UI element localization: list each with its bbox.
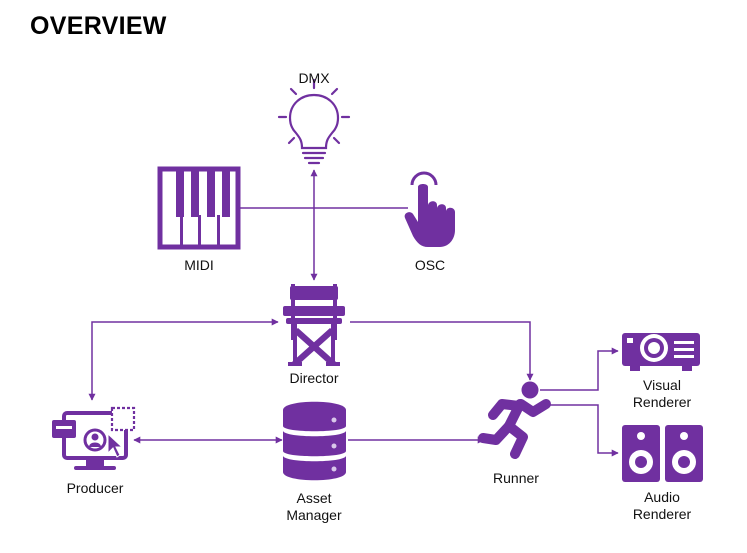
connector-director-runner [350, 321, 534, 381]
runner-label: Runner [493, 470, 539, 486]
touch-hand-icon [404, 171, 455, 247]
running-person-icon [478, 381, 551, 459]
connector-producer-director [88, 318, 279, 401]
asset-manager-label-line2: Manager [286, 507, 342, 523]
connectors [88, 169, 619, 457]
visual-renderer-label: Visual Renderer [622, 377, 702, 411]
visual-renderer-label-line1: Visual [643, 377, 681, 393]
director-label: Director [289, 370, 339, 386]
connector-runner-audio [550, 404, 619, 457]
database-icon [283, 401, 346, 481]
audio-renderer-label-line1: Audio [644, 489, 680, 505]
directors-chair-icon [283, 284, 345, 366]
connector-runner-visual [540, 347, 619, 391]
projector-icon [622, 333, 700, 371]
midi-label: MIDI [184, 257, 214, 273]
page-title: OVERVIEW [30, 12, 167, 40]
dmx-label: DMX [298, 70, 330, 86]
speakers-icon [622, 425, 703, 482]
monitor-user-icon [52, 406, 136, 470]
visual-renderer-label-line2: Renderer [632, 394, 692, 410]
producer-label: Producer [66, 480, 124, 496]
audio-renderer-label: Audio Renderer [622, 489, 702, 523]
lightbulb-icon [277, 78, 351, 165]
asset-manager-label: Asset Manager [274, 490, 354, 524]
asset-manager-label-line1: Asset [296, 490, 332, 506]
audio-renderer-label-line2: Renderer [632, 506, 692, 522]
osc-label: OSC [414, 257, 446, 273]
piano-keyboard-icon [157, 166, 241, 250]
